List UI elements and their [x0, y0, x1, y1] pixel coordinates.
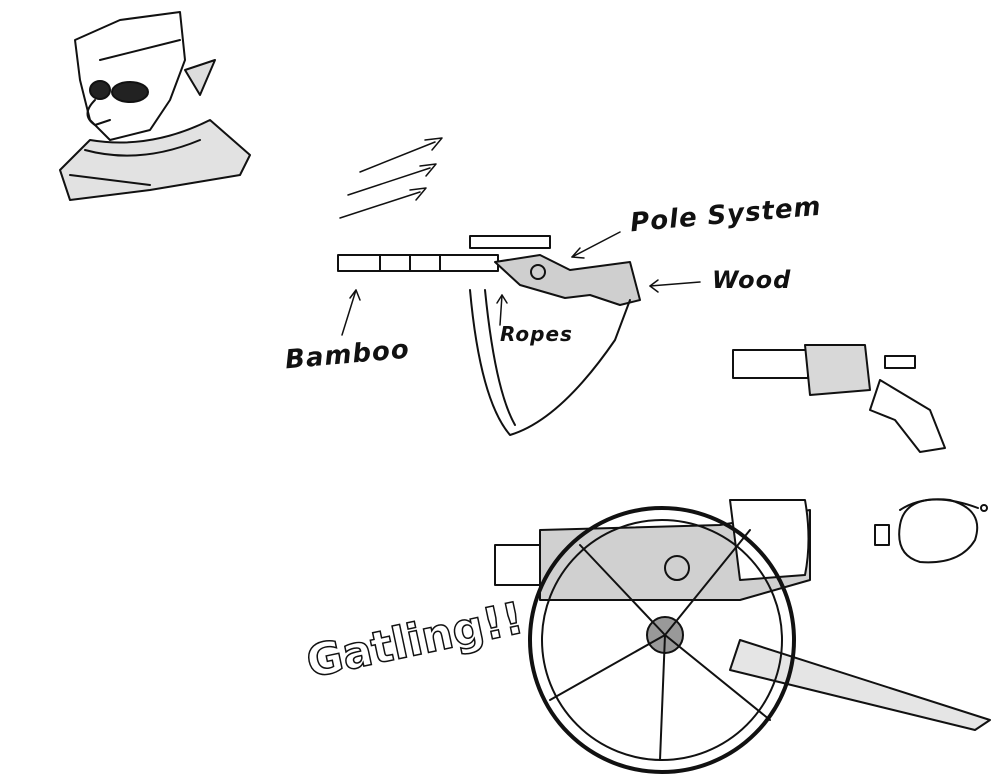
label-wood: Wood — [712, 266, 792, 294]
gatling-gun — [494, 499, 991, 774]
pistol-sketch — [732, 344, 946, 453]
dart-projectiles — [339, 137, 443, 219]
annotation-arrows — [341, 231, 701, 336]
bamboo-rifle — [337, 235, 641, 436]
character-portrait — [59, 11, 251, 201]
label-ropes: Ropes — [500, 322, 573, 346]
blob-creature — [874, 498, 988, 564]
